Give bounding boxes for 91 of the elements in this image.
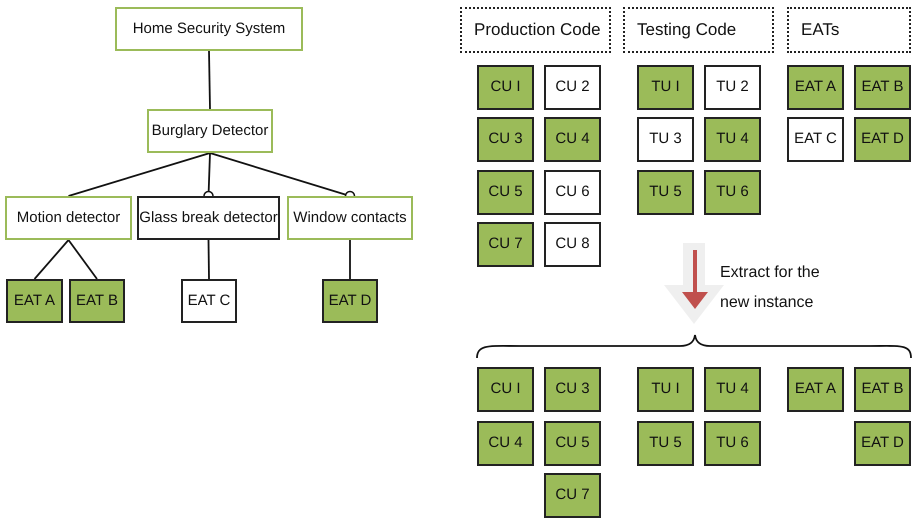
selected-unit-box <box>544 421 601 466</box>
feature-box <box>147 109 273 153</box>
selected-unit-box <box>854 367 911 412</box>
group-header-box <box>623 7 774 53</box>
node-label: TU I <box>651 78 680 97</box>
connector-line <box>349 240 351 279</box>
group-header-box <box>460 7 611 53</box>
unit-box <box>181 279 237 323</box>
node-label: CU 7 <box>555 486 590 505</box>
selected-unit-box <box>544 117 601 162</box>
node-label: EAT B <box>862 380 904 399</box>
node-label: EAT A <box>794 380 836 399</box>
node-label: EAT D <box>328 292 372 310</box>
feature-box <box>5 196 132 240</box>
selected-unit-box <box>854 117 911 162</box>
node-label: EAT B <box>76 292 118 310</box>
node-label: TU 5 <box>649 183 682 202</box>
selected-unit-box <box>704 367 761 412</box>
node-label: TU 2 <box>716 78 749 97</box>
connector-line <box>34 239 70 280</box>
selected-unit-box <box>637 421 694 466</box>
unit-box <box>544 170 601 215</box>
node-label: Testing Code <box>637 19 736 41</box>
selected-unit-box <box>477 117 534 162</box>
node-label: TU 3 <box>649 130 682 149</box>
selected-unit-box <box>704 170 761 215</box>
annotation-text: Extract for the new instance <box>720 263 821 313</box>
feature-box <box>287 196 413 240</box>
node-label: EATs <box>801 19 840 41</box>
connector-line <box>208 240 210 280</box>
selected-unit-box <box>477 421 534 466</box>
unit-box <box>137 196 280 240</box>
selected-unit-box <box>322 279 378 323</box>
node-label: EAT C <box>794 130 837 149</box>
unit-box <box>637 117 694 162</box>
selected-unit-box <box>477 65 534 110</box>
selected-unit-box <box>704 117 761 162</box>
unit-box <box>787 117 844 162</box>
selected-unit-box <box>787 367 844 412</box>
connector-line <box>68 152 210 197</box>
selected-unit-box <box>637 367 694 412</box>
node-label: CU 5 <box>555 434 590 453</box>
node-label: TU 4 <box>716 130 749 149</box>
selected-unit-box <box>544 367 601 412</box>
node-label: CU 4 <box>488 434 523 453</box>
connector-line <box>208 50 211 110</box>
node-label: Window contacts <box>293 208 407 228</box>
node-label: CU 7 <box>488 235 523 254</box>
selected-unit-box <box>544 473 601 518</box>
selected-unit-box <box>637 170 694 215</box>
node-label: TU 5 <box>649 434 682 453</box>
node-label: TU 6 <box>716 434 749 453</box>
node-label: TU 6 <box>716 183 749 202</box>
unit-box <box>704 65 761 110</box>
unit-box <box>544 222 601 267</box>
node-label: CU 3 <box>488 130 523 149</box>
node-label: CU I <box>490 380 520 399</box>
node-label: TU 4 <box>716 380 749 399</box>
node-label: CU 4 <box>555 130 590 149</box>
node-label: EAT D <box>861 130 904 149</box>
selected-unit-box <box>637 65 694 110</box>
selected-unit-box <box>6 279 63 323</box>
node-label: Home Security System <box>132 20 286 38</box>
node-label: CU 5 <box>488 183 523 202</box>
selected-unit-box <box>854 421 911 466</box>
connector-line <box>68 239 98 280</box>
node-label: CU 3 <box>555 380 590 399</box>
node-label: EAT D <box>861 434 904 453</box>
node-label: CU I <box>490 78 520 97</box>
selected-unit-box <box>69 279 125 323</box>
node-label: Production Code <box>474 19 601 41</box>
group-header-box <box>787 7 911 53</box>
node-label: CU 2 <box>555 78 590 97</box>
node-label: CU 6 <box>555 183 590 202</box>
node-label: CU 8 <box>555 235 590 254</box>
node-label: EAT C <box>188 292 230 310</box>
node-label: EAT A <box>794 78 836 97</box>
selected-unit-box <box>477 367 534 412</box>
node-label: Motion detector <box>16 208 120 228</box>
node-label: Burglary Detector <box>152 122 268 140</box>
selected-unit-box <box>477 170 534 215</box>
selected-unit-box <box>704 421 761 466</box>
node-label: Glass break detector <box>139 208 278 228</box>
selected-unit-box <box>787 65 844 110</box>
unit-box <box>544 65 601 110</box>
feature-box <box>115 7 303 51</box>
node-label: EAT B <box>862 78 904 97</box>
selected-unit-box <box>477 222 534 267</box>
node-label: TU I <box>651 380 680 399</box>
selected-unit-box <box>854 65 911 110</box>
node-label: EAT A <box>14 292 56 310</box>
